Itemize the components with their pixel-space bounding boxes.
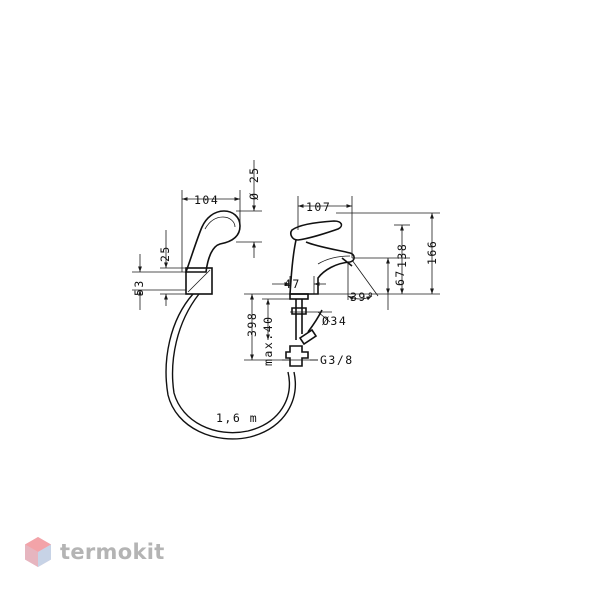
basin-mixer (285, 220, 355, 367)
dimension-lines (132, 160, 440, 361)
dim-25: 25 (158, 245, 172, 262)
dim-hose-length: 1,6 m (216, 411, 258, 425)
dim-104: 104 (194, 193, 219, 207)
connector-valve (285, 345, 309, 367)
dim-max40: max.40 (261, 315, 275, 366)
dim-398: 398 (245, 312, 259, 337)
holder-diagonal (187, 269, 211, 293)
shower-head-outline (184, 210, 241, 273)
supply-fitting (298, 328, 318, 346)
dim-138: 138 (395, 243, 409, 268)
dim-head-diameter: Ø 25 (247, 166, 261, 200)
brand-name: termokit (60, 540, 165, 564)
dim-53: 53 (132, 279, 146, 296)
aerator (341, 257, 353, 267)
dim-thread: G3/8 (320, 353, 354, 367)
mounting-nut (291, 307, 307, 315)
dim-166: 166 (425, 240, 439, 265)
dim-47: 47 (284, 277, 301, 291)
shower-head-inner (204, 216, 236, 230)
hand-shower (165, 210, 296, 440)
hose-outer (165, 293, 296, 440)
base-plate (289, 293, 309, 300)
dim-107: 107 (306, 200, 331, 214)
hose-inner (171, 293, 290, 434)
brand-watermark: termokit (24, 536, 165, 568)
dim-67: 67 (393, 269, 407, 286)
dim-shank-diameter: Ø34 (322, 314, 347, 328)
dim-angle: 39° (350, 290, 375, 304)
spout-detail (317, 255, 351, 265)
lever-handle (290, 220, 343, 241)
hexagon-logo-icon (25, 537, 51, 567)
